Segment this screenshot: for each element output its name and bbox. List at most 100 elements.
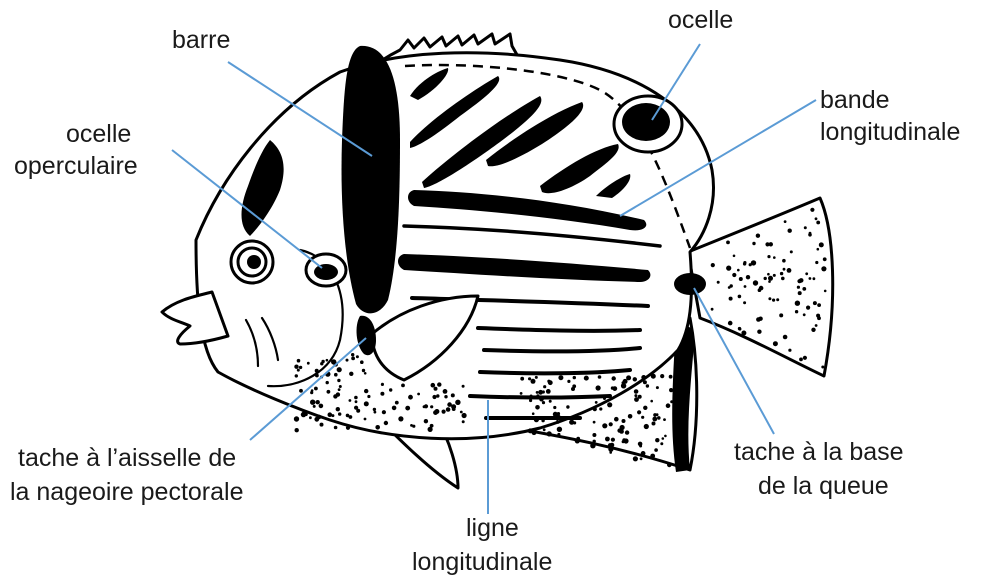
- stipple-dot: [817, 316, 821, 320]
- stipple-dot: [314, 387, 318, 391]
- stipple-dot: [543, 428, 546, 431]
- stipple-dot: [641, 375, 646, 380]
- label-ocelle-operculaire-line2: operculaire: [14, 152, 138, 180]
- stipple-dot: [346, 426, 350, 430]
- stipple-dot: [539, 397, 544, 402]
- label-bande-line2: longitudinale: [820, 118, 960, 146]
- stipple-dot: [810, 208, 814, 212]
- stipple-dot: [737, 269, 740, 272]
- label-ocelle: ocelle: [668, 6, 733, 34]
- stipple-dot: [548, 433, 551, 436]
- stipple-dot: [667, 463, 672, 468]
- stipple-dot: [799, 358, 803, 362]
- stipple-dot: [603, 397, 606, 400]
- stipple-dot: [295, 428, 299, 432]
- stipple-dot: [621, 383, 626, 388]
- stipple-dot: [424, 419, 428, 423]
- stipple-dot: [634, 397, 639, 402]
- stipple-dot: [773, 274, 776, 277]
- stipple-dot: [316, 400, 320, 404]
- stipple-dot: [654, 448, 658, 452]
- stipple-dot: [813, 277, 816, 280]
- stipple-dot: [442, 410, 446, 414]
- stipple-dot: [819, 242, 824, 247]
- stipple-dot: [617, 428, 621, 432]
- stipple-dot: [653, 413, 657, 417]
- stipple-dot: [549, 400, 552, 403]
- stipple-dot: [817, 248, 820, 251]
- stipple-dot: [817, 303, 821, 307]
- stipple-dot: [798, 291, 802, 295]
- label-tache-queue-line1: tache à la base: [734, 438, 904, 466]
- stipple-dot: [643, 380, 647, 384]
- stipple-dot: [626, 375, 631, 380]
- stipple-dot: [297, 369, 300, 372]
- label-ligne-line2: longitudinale: [412, 548, 552, 576]
- stipple-dot: [633, 377, 637, 381]
- stipple-dot: [380, 392, 384, 396]
- stipple-dot: [802, 287, 806, 291]
- stipple-dot: [557, 412, 560, 415]
- stipple-dot: [437, 382, 441, 386]
- stipple-dot: [430, 405, 433, 408]
- stipple-dot: [739, 277, 743, 281]
- stipple-dot: [729, 297, 733, 301]
- stipple-dot: [460, 411, 463, 414]
- stipple-dot: [355, 400, 358, 403]
- stipple-dot: [751, 260, 756, 265]
- stipple-dot: [602, 423, 607, 428]
- stipple-dot: [557, 433, 560, 436]
- stipple-dot: [451, 393, 455, 397]
- stipple-dot: [652, 422, 656, 426]
- stipple-dot: [362, 369, 365, 372]
- stipple-dot: [795, 301, 800, 306]
- stipple-dot: [669, 375, 673, 379]
- stipple-dot: [364, 372, 367, 375]
- stipple-dot: [576, 437, 580, 441]
- stipple-dot: [726, 241, 730, 245]
- stipple-dot: [536, 394, 539, 397]
- stipple-dot: [821, 366, 824, 369]
- stipple-dot: [328, 412, 333, 417]
- stipple-dot: [351, 357, 355, 361]
- stipple-dot: [338, 388, 341, 391]
- stipple-dot: [639, 445, 642, 448]
- stipple-dot: [773, 341, 778, 346]
- stipple-dot: [811, 328, 815, 332]
- stipple-dot: [628, 414, 633, 419]
- stipple-dot: [542, 390, 545, 393]
- stipple-dot: [320, 423, 324, 427]
- stipple-dot: [767, 255, 770, 258]
- stipple-dot: [772, 299, 775, 302]
- stipple-dot: [326, 359, 329, 362]
- stipple-dot: [816, 221, 820, 225]
- stipple-dot: [733, 255, 736, 258]
- stipple-dot: [756, 317, 761, 322]
- stipple-dot: [557, 427, 562, 432]
- stipple-dot: [779, 313, 783, 317]
- stipple-dot: [452, 407, 456, 411]
- stipple-dot: [815, 261, 818, 264]
- stipple-dot: [728, 321, 733, 326]
- stipple-dot: [805, 272, 808, 275]
- stipple-dot: [726, 266, 731, 271]
- stipple-dot: [824, 290, 827, 293]
- stipple-dot: [614, 417, 619, 422]
- stipple-dot: [622, 438, 626, 442]
- stipple-dot: [746, 275, 750, 279]
- stipple-dot: [556, 415, 560, 419]
- stipple-dot: [531, 379, 536, 384]
- stipple-dot: [567, 380, 570, 383]
- stipple-dot: [309, 416, 312, 419]
- stipple-dot: [349, 399, 352, 402]
- stipple-dot: [381, 383, 384, 386]
- stipple-dot: [809, 277, 812, 280]
- stipple-dot: [443, 389, 448, 394]
- stipple-dot: [354, 406, 358, 410]
- stipple-dot: [741, 331, 746, 336]
- stipple-dot: [765, 242, 769, 246]
- stipple-dot: [732, 273, 736, 277]
- stipple-dot: [331, 414, 334, 417]
- stipple-dot: [389, 388, 392, 391]
- stipple-dot: [553, 406, 556, 409]
